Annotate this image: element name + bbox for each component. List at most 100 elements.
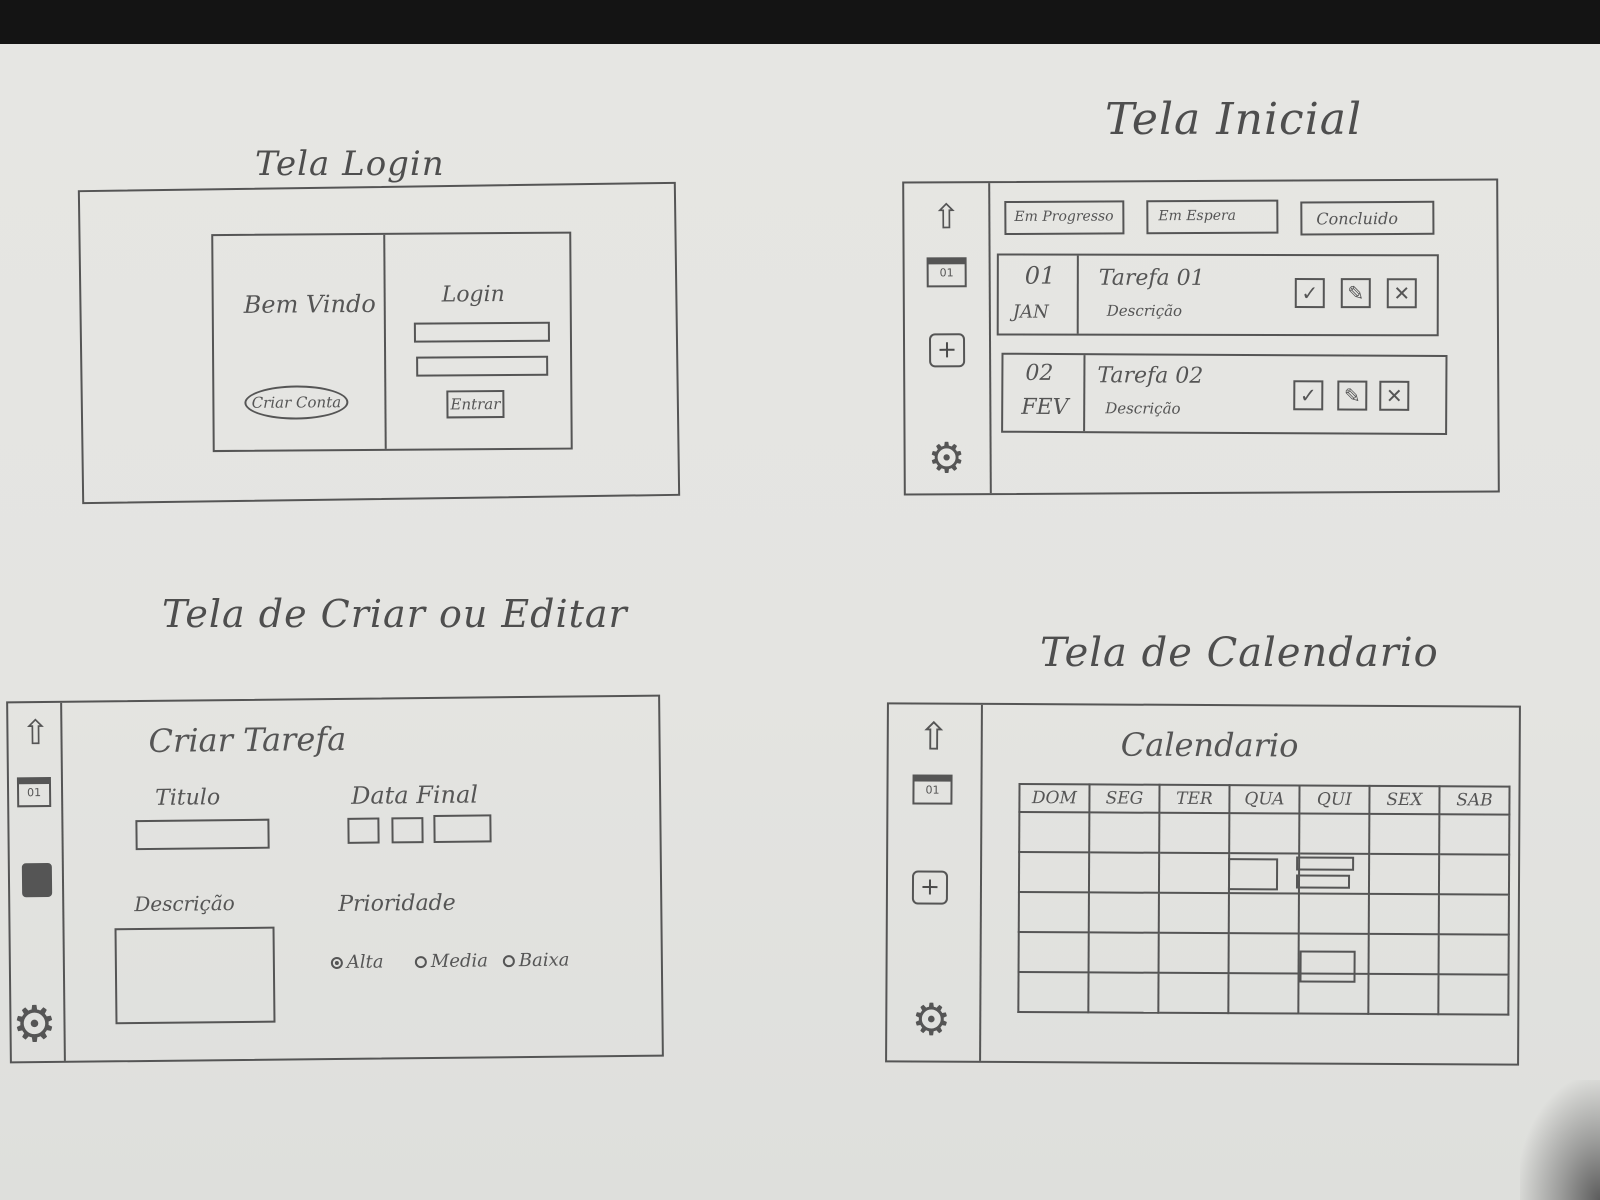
- calendar-title: Calendario: [1120, 725, 1299, 765]
- day-cell[interactable]: [1438, 894, 1509, 935]
- pencil-icon: ✎: [1347, 281, 1365, 306]
- day-cell[interactable]: [1088, 932, 1159, 973]
- username-field[interactable]: [413, 321, 550, 343]
- gear-icon[interactable]: ⚙: [911, 994, 952, 1046]
- day-cell[interactable]: [1229, 813, 1300, 854]
- day-cell[interactable]: [1089, 812, 1160, 853]
- plus-icon[interactable]: +: [911, 870, 949, 905]
- day-cell[interactable]: [1018, 852, 1090, 893]
- calendar-event[interactable]: [1299, 950, 1356, 983]
- edit-task-button[interactable]: ✎: [1340, 278, 1371, 309]
- day-cell[interactable]: [1298, 893, 1369, 934]
- title-input[interactable]: [135, 818, 270, 851]
- create-account-button[interactable]: Criar Conta: [244, 385, 349, 420]
- login-screen-frame: Bem Vindo Criar Conta Login Entrar: [77, 181, 681, 505]
- day-cell[interactable]: [1368, 893, 1439, 935]
- day-cell[interactable]: [1368, 973, 1439, 1015]
- priority-option-baixa[interactable]: Baixa: [502, 949, 570, 972]
- day-cell[interactable]: [1368, 933, 1439, 975]
- day-cell[interactable]: [1088, 852, 1160, 893]
- complete-task-button[interactable]: ✓: [1294, 278, 1325, 309]
- tab-em-progresso[interactable]: Em Progresso: [1004, 200, 1125, 236]
- close-icon: ✕: [1393, 281, 1411, 306]
- day-cell[interactable]: [1158, 932, 1229, 974]
- priority-option-media[interactable]: Media: [414, 950, 489, 972]
- calendar-icon[interactable]: 01: [912, 774, 953, 805]
- day-cell[interactable]: [1228, 893, 1299, 934]
- tab-label: Em Espera: [1158, 207, 1237, 225]
- day-cell[interactable]: [1439, 814, 1510, 855]
- day-cell[interactable]: [1159, 812, 1230, 854]
- tab-label: Em Progresso: [1014, 208, 1114, 225]
- description-input[interactable]: [114, 926, 276, 1025]
- year-input[interactable]: [433, 814, 492, 843]
- priority-option-alta[interactable]: Alta: [330, 951, 384, 973]
- tab-label: Concluido: [1316, 208, 1398, 229]
- task-day: 01: [1024, 261, 1056, 290]
- day-cell[interactable]: [1438, 934, 1509, 975]
- edit-sidebar: ⇧ 01 ⚙: [8, 702, 66, 1062]
- check-icon: ✓: [1301, 281, 1319, 306]
- home-arrow-icon[interactable]: ⇧: [20, 712, 50, 754]
- radio-icon: [502, 955, 515, 968]
- day-cell[interactable]: [1018, 932, 1089, 973]
- day-cell[interactable]: [1019, 812, 1090, 853]
- calendar-event[interactable]: [1227, 858, 1279, 891]
- login-card-divider: [383, 234, 387, 449]
- day-cell[interactable]: [1018, 972, 1089, 1013]
- gear-icon[interactable]: ⚙: [927, 433, 966, 483]
- day-cell[interactable]: [1088, 892, 1159, 933]
- day-cell[interactable]: [1088, 972, 1159, 1013]
- enter-button[interactable]: Entrar: [446, 390, 505, 419]
- home-arrow-icon[interactable]: ⇧: [917, 714, 950, 759]
- calendar-event[interactable]: [1295, 874, 1351, 889]
- day-cell[interactable]: [1438, 974, 1509, 1015]
- gear-icon[interactable]: ⚙: [11, 994, 58, 1054]
- task-month: JAN: [1012, 301, 1049, 323]
- weekday-label: SEX: [1369, 785, 1440, 815]
- plus-icon[interactable]: [21, 862, 53, 898]
- delete-task-button[interactable]: ✕: [1379, 380, 1410, 411]
- calendar-heading: Tela de Calendario: [1040, 630, 1439, 676]
- delete-task-button[interactable]: ✕: [1386, 278, 1417, 309]
- calendar-icon[interactable]: 01: [926, 257, 967, 288]
- month-input[interactable]: [391, 817, 424, 844]
- page-title: Criar Tarefa: [148, 719, 347, 760]
- weekday-label: QUI: [1299, 785, 1370, 814]
- day-cell[interactable]: [1228, 933, 1299, 974]
- day-cell[interactable]: [1018, 892, 1089, 933]
- day-input[interactable]: [347, 817, 380, 844]
- calendar-icon[interactable]: 01: [16, 776, 52, 808]
- date-label: Data Final: [350, 780, 479, 810]
- calendar-screen-frame: ⇧ 01 + ⚙ Calendario DOM SEG TER QUA QUI …: [885, 702, 1521, 1066]
- task-card[interactable]: 02 FEV Tarefa 02 Descrição ✓ ✎ ✕: [1001, 352, 1448, 436]
- pencil-icon: ✎: [1343, 383, 1361, 408]
- home-screen-frame: ⇧ 01 + ⚙ Em Progresso Em Espera Concluid…: [902, 178, 1500, 496]
- calendar-sidebar: ⇧ 01 + ⚙: [887, 704, 983, 1061]
- paper-sheet: Tela Login Bem Vindo Criar Conta Login E…: [0, 44, 1600, 1200]
- day-cell[interactable]: [1438, 854, 1510, 895]
- day-cell[interactable]: [1158, 852, 1230, 894]
- priority-option-label: Media: [430, 950, 489, 972]
- tab-em-espera[interactable]: Em Espera: [1146, 199, 1279, 235]
- paper-corner-shadow: [1520, 1080, 1600, 1200]
- priority-option-label: Baixa: [518, 949, 570, 972]
- task-card[interactable]: 01 JAN Tarefa 01 Descrição ✓ ✎ ✕: [996, 253, 1439, 337]
- check-icon: ✓: [1299, 383, 1317, 408]
- edit-task-button[interactable]: ✎: [1337, 380, 1368, 411]
- password-field[interactable]: [416, 355, 549, 377]
- calendar-event[interactable]: [1296, 856, 1355, 871]
- home-arrow-icon[interactable]: ⇧: [932, 197, 961, 238]
- day-cell[interactable]: [1369, 813, 1440, 855]
- week-row: [1019, 812, 1510, 855]
- complete-task-button[interactable]: ✓: [1293, 380, 1324, 411]
- home-heading: Tela Inicial: [1105, 94, 1363, 145]
- day-cell[interactable]: [1158, 972, 1229, 1014]
- task-description: Descrição: [1106, 301, 1183, 320]
- tab-concluido[interactable]: Concluido: [1300, 200, 1435, 236]
- day-cell[interactable]: [1299, 813, 1370, 854]
- day-cell[interactable]: [1228, 973, 1299, 1014]
- day-cell[interactable]: [1368, 853, 1440, 895]
- day-cell[interactable]: [1158, 892, 1229, 934]
- plus-icon[interactable]: +: [928, 333, 966, 368]
